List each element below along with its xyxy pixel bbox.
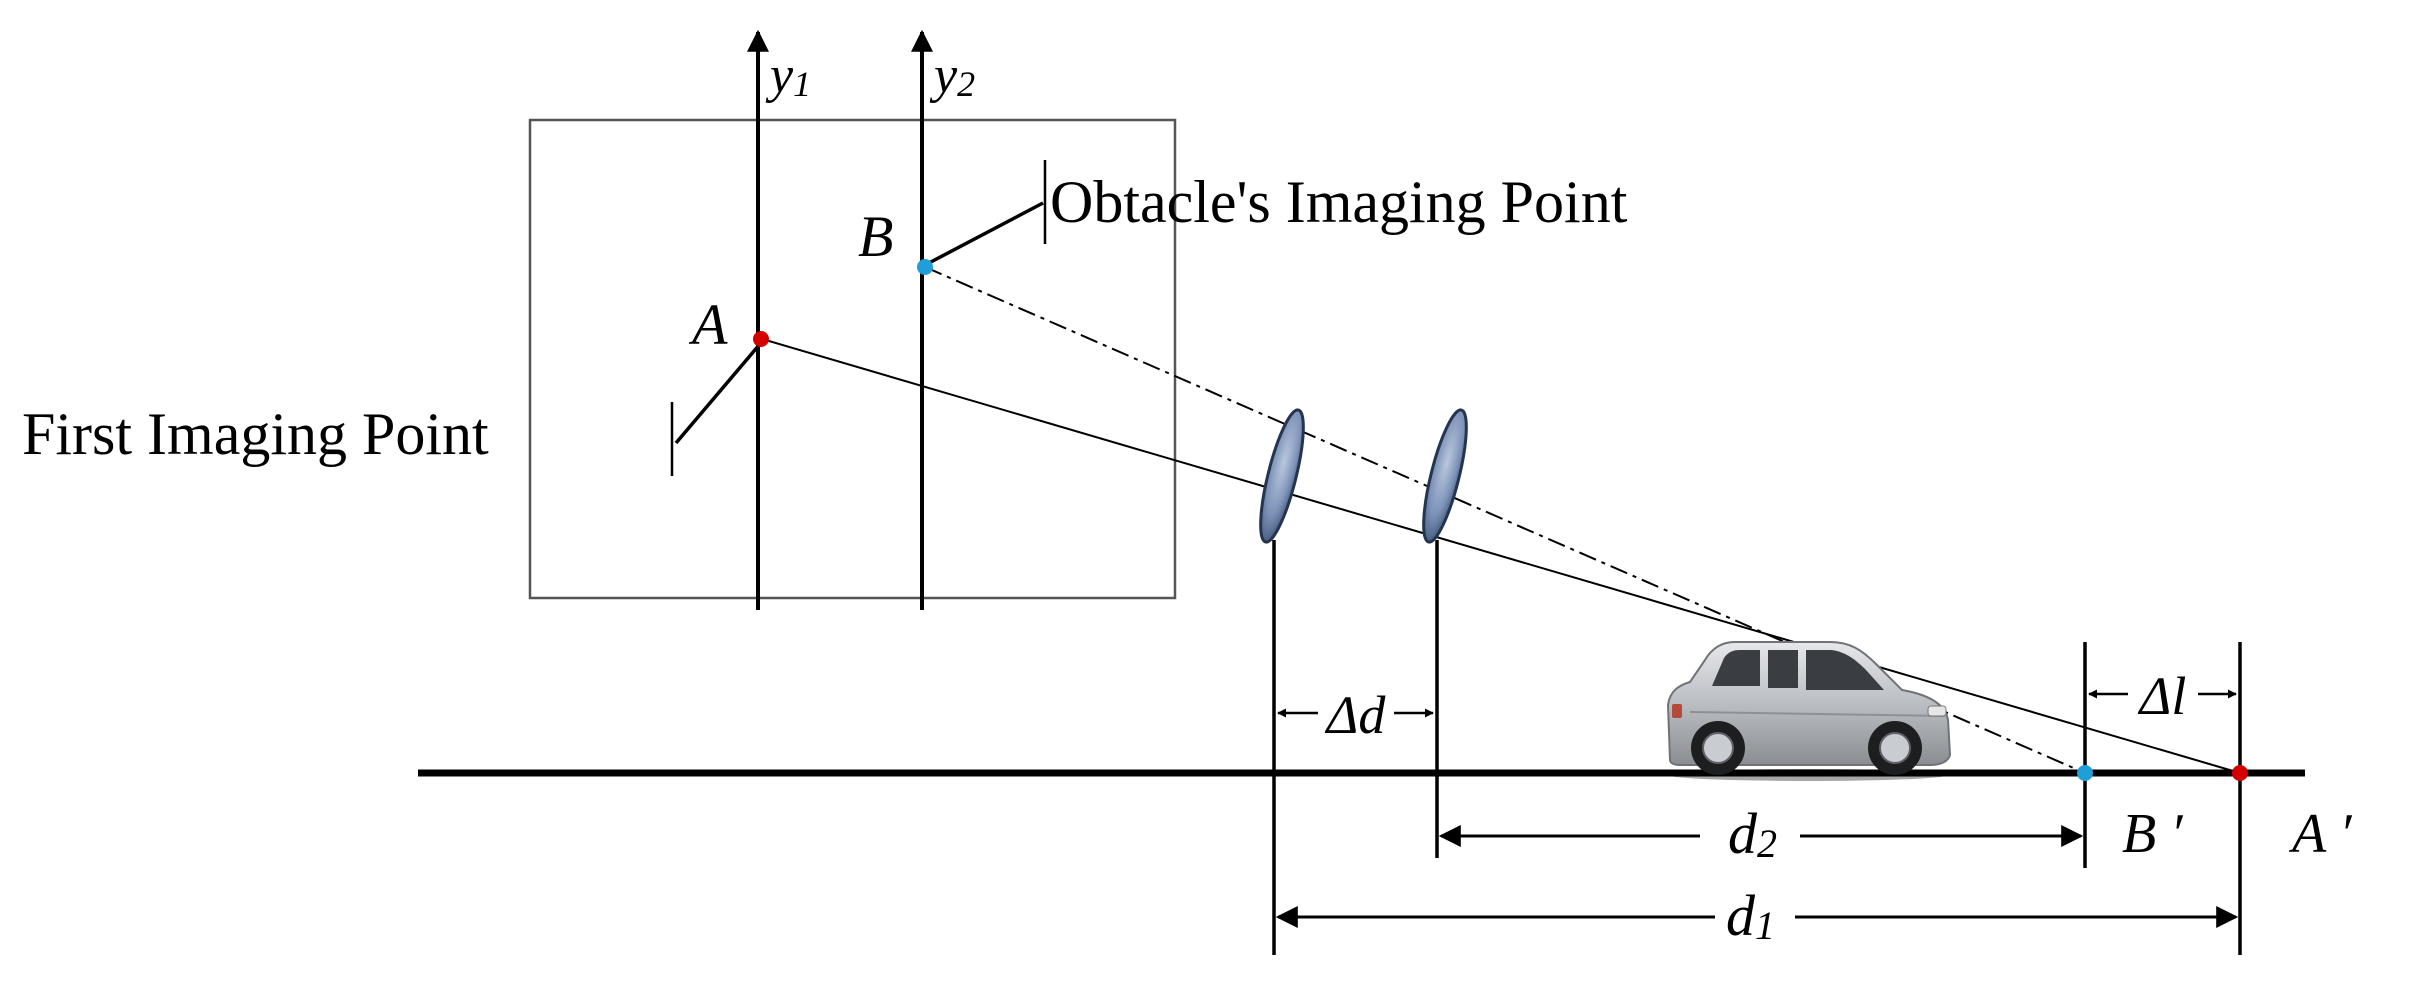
car-icon [1666, 641, 1952, 781]
first-callout-leader [674, 342, 762, 445]
point-b-marker [917, 259, 933, 275]
d1-label: d1 [1726, 883, 1775, 948]
y2-label: y2 [929, 47, 975, 104]
delta-d-label: Δd [1325, 685, 1387, 745]
ray-a [761, 338, 2241, 774]
point-b-label: B [858, 204, 893, 269]
a-prime-label: A ′ [2288, 803, 2352, 865]
point-a-label: A [688, 292, 728, 357]
point-b-prime-marker [2077, 765, 2093, 781]
point-a-marker [753, 331, 769, 347]
obstacle-imaging-point-label: Obtacle's Imaging Point [1050, 169, 1628, 235]
obstacle-callout-leader [926, 201, 1044, 266]
y1-label: y1 [765, 47, 811, 104]
lens-icon [1259, 408, 1305, 544]
delta-l-label: Δl [2138, 666, 2187, 726]
d2-label: d2 [1728, 801, 1777, 866]
b-prime-label: B ′ [2122, 803, 2183, 865]
point-a-prime-marker [2232, 765, 2248, 781]
lens-icon [1422, 408, 1468, 544]
image-plane-frame [528, 118, 1177, 600]
first-imaging-point-label: First Imaging Point [22, 401, 489, 467]
